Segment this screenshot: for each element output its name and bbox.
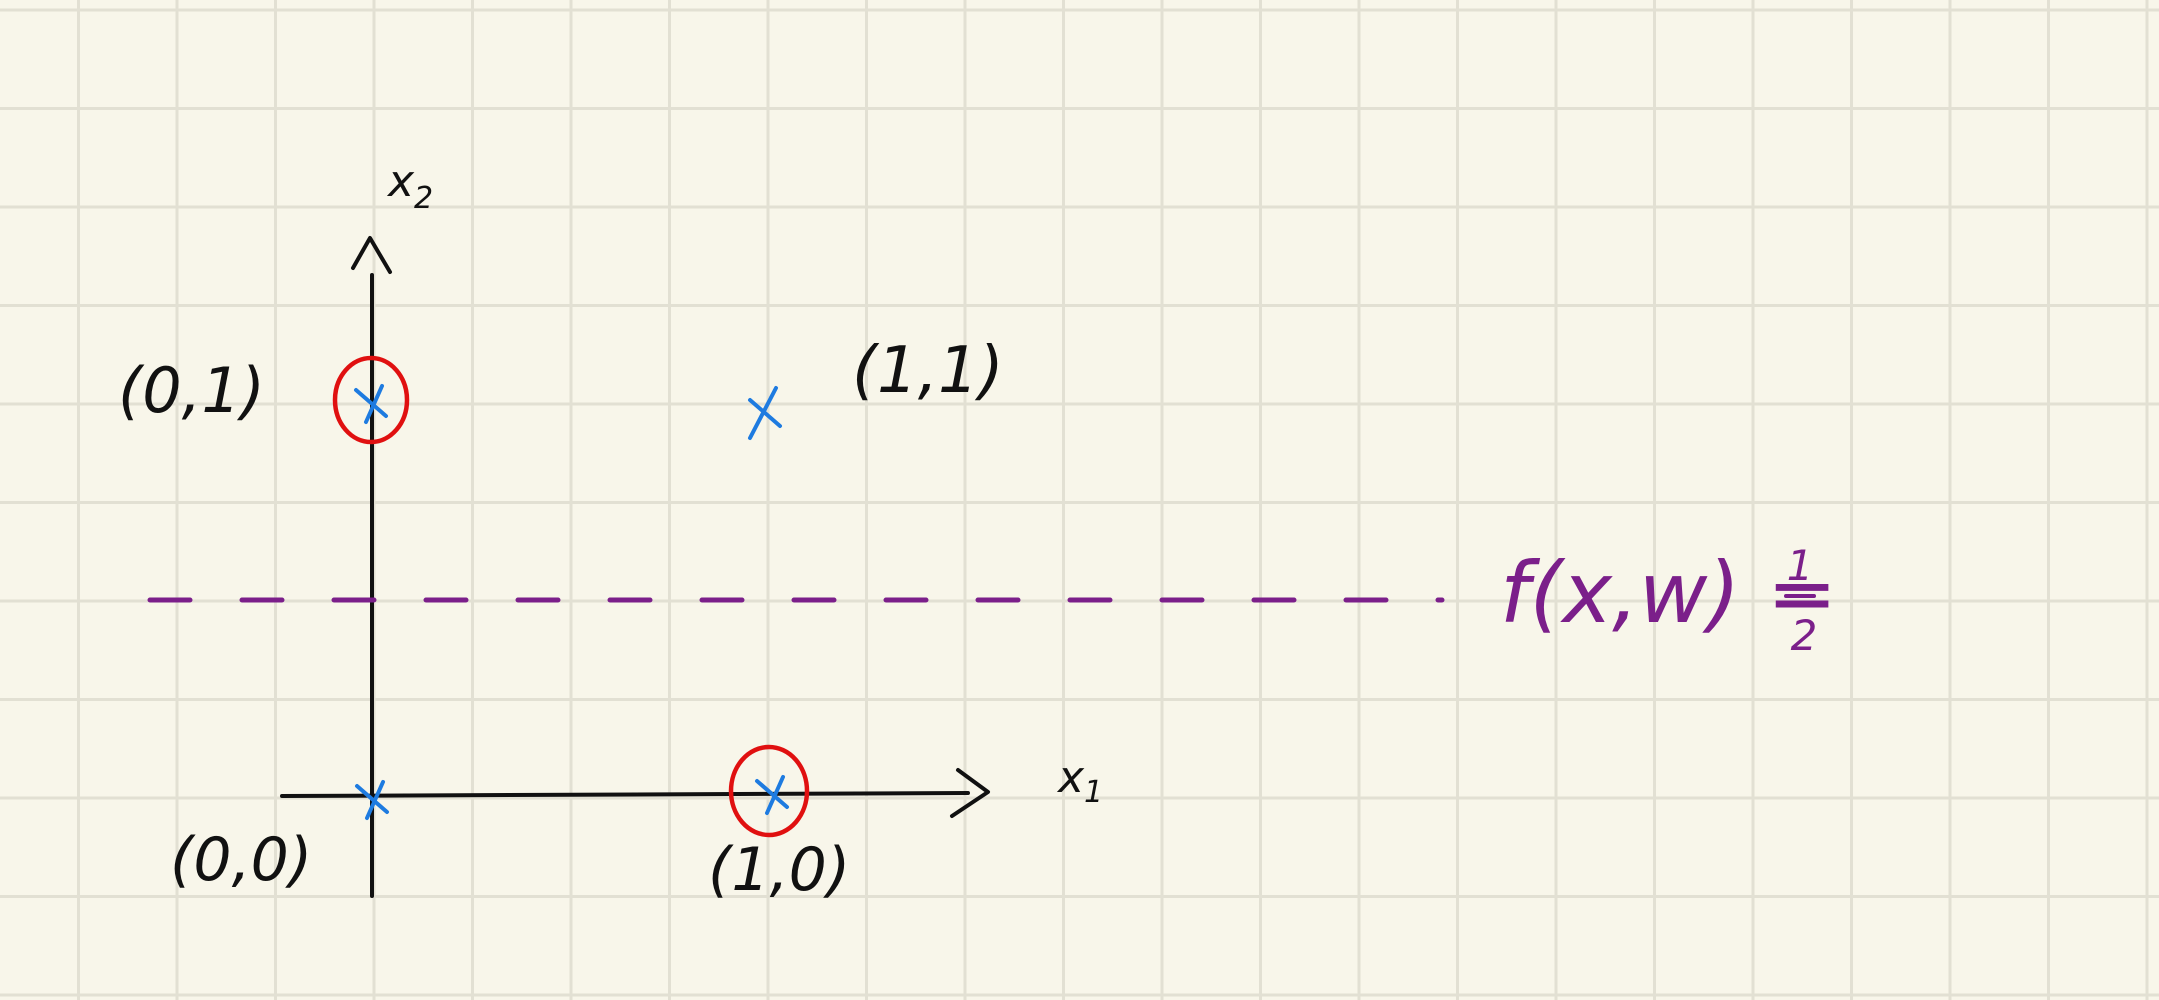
circle-marker [728,744,810,838]
boundary-equation: f(x,w) = [1500,544,1837,642]
point-label: (1,0) [708,835,850,905]
cross-marker [354,384,388,424]
x1-axis-label: x1 [1056,752,1103,810]
x1-axis-arrowhead [950,768,990,818]
fraction-denominator: 2 [1791,611,1818,660]
point-0-1: (0,1) [118,354,410,445]
x2-axis-label: x2 [386,156,433,216]
x2-axis-arrowhead [351,236,392,274]
boundary-fraction: 1 2 [1784,541,1818,660]
x1-axis-line [280,791,970,798]
fraction-numerator: 1 [1787,541,1814,590]
point-1-1: (1,1) [748,334,1004,440]
point-label: (0,1) [118,354,265,427]
point-label: (1,1) [852,334,1004,408]
x1-axis: x1 [280,752,1103,818]
point-0-0: (0,0) [170,780,389,895]
x2-axis: x2 [351,156,433,898]
point-1-0: (1,0) [708,744,850,905]
cross-marker [755,775,789,815]
decision-boundary: f(x,w) = 1 2 [147,541,1837,660]
circle-marker [332,355,410,445]
point-label: (0,0) [170,825,312,895]
cross-marker [355,780,389,820]
cross-marker [748,386,782,440]
